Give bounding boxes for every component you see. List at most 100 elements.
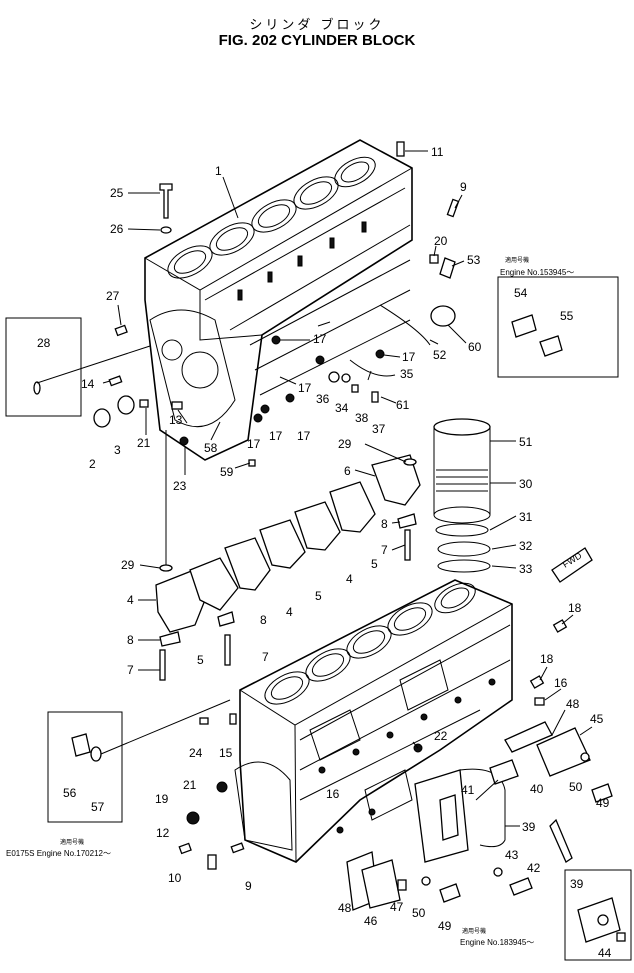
callout-59: 59: [220, 465, 234, 479]
callout-16-left: 16: [326, 787, 340, 801]
callout-47: 47: [390, 900, 404, 914]
callout-45: 45: [590, 712, 604, 726]
callout-24: 24: [189, 746, 203, 760]
callout-53: 53: [467, 253, 481, 267]
callout-39-inset: 39: [570, 877, 584, 891]
cylinder-liner-assembly: [433, 418, 491, 573]
callout-25: 25: [110, 186, 124, 200]
callout-48-lower: 48: [338, 901, 352, 915]
callout-22: 22: [434, 729, 448, 743]
callout-20: 20: [434, 234, 448, 248]
callout-61: 61: [396, 398, 410, 412]
note-183945: Engine No.183945～: [460, 938, 534, 947]
callout-13: 13: [169, 413, 183, 427]
callout-29-upper: 29: [338, 437, 352, 451]
callout-58: 58: [204, 441, 218, 455]
callout-17-e: 17: [269, 429, 283, 443]
callout-55: 55: [560, 309, 574, 323]
main-bearing-caps: [155, 454, 421, 681]
callout-60: 60: [468, 340, 482, 354]
callout-8-mid: 8: [260, 613, 267, 627]
callout-8-left: 8: [127, 633, 134, 647]
callout-4-right: 4: [346, 572, 353, 586]
callout-1: 1: [215, 164, 222, 178]
callout-49-right: 49: [596, 796, 610, 810]
callout-6: 6: [344, 464, 351, 478]
callout-43: 43: [505, 848, 519, 862]
callout-33: 33: [519, 562, 533, 576]
callout-54: 54: [514, 286, 528, 300]
callout-27: 27: [106, 289, 120, 303]
callout-5-right: 5: [371, 557, 378, 571]
inset-box-28: [5, 317, 151, 417]
callout-2: 2: [89, 457, 96, 471]
note-183945-jp: 適用号機: [462, 927, 486, 935]
callout-12: 12: [156, 826, 170, 840]
callout-10: 10: [168, 871, 182, 885]
callout-4-mid: 4: [286, 605, 293, 619]
note-153945: Engine No.153945～: [500, 268, 574, 277]
note-170212: E0175S Engine No.170212～: [6, 849, 111, 858]
callout-4-left: 4: [127, 593, 134, 607]
callout-14: 14: [81, 377, 95, 391]
figure-title: FIG. 202 CYLINDER BLOCK: [218, 32, 416, 49]
callout-8-right: 8: [381, 517, 388, 531]
callout-57: 57: [91, 800, 105, 814]
callout-17-f: 17: [297, 429, 311, 443]
inset-box-engine-153945: [497, 276, 619, 378]
callout-31: 31: [519, 510, 533, 524]
callout-32: 32: [519, 539, 533, 553]
callout-17-c: 17: [298, 381, 312, 395]
callout-35: 35: [400, 367, 414, 381]
callout-50-lower: 50: [412, 906, 426, 920]
callout-52: 52: [433, 348, 447, 362]
callout-21-lower: 21: [183, 778, 197, 792]
callout-9-upper: 9: [460, 180, 467, 194]
callout-56: 56: [63, 786, 77, 800]
callout-15: 15: [219, 746, 233, 760]
callout-42: 42: [527, 861, 541, 875]
callout-39-main: 39: [522, 820, 536, 834]
callout-38: 38: [355, 411, 369, 425]
fwd-arrow: FWD: [551, 547, 593, 583]
callout-18-b: 18: [540, 652, 554, 666]
callout-7-left: 7: [127, 663, 134, 677]
callout-28: 28: [37, 336, 51, 350]
inset-box-engine-170212: [47, 699, 231, 823]
callout-36: 36: [316, 392, 330, 406]
callout-50-right: 50: [569, 780, 583, 794]
leader-lines: [102, 150, 593, 827]
callout-5-mid: 5: [315, 589, 322, 603]
callout-41: 41: [461, 783, 475, 797]
note-153945-jp: 適用号機: [505, 256, 529, 264]
callout-11: 11: [431, 145, 444, 159]
callout-26: 26: [110, 222, 124, 236]
japanese-title: シリンダ ブロック: [249, 18, 385, 33]
lower-small-parts: [178, 619, 613, 911]
callout-40: 40: [530, 782, 544, 796]
callout-3: 3: [114, 443, 121, 457]
callout-16-right: 16: [554, 676, 568, 690]
inset-box-engine-183945: [564, 869, 632, 961]
callout-5-left: 5: [197, 653, 204, 667]
note-170212-jp: 適用号機: [60, 838, 84, 846]
callout-37: 37: [372, 422, 386, 436]
callout-21-upper: 21: [137, 436, 151, 450]
callout-46: 46: [364, 914, 378, 928]
callout-7-right: 7: [381, 543, 388, 557]
callout-30: 30: [519, 477, 533, 491]
callout-19: 19: [155, 792, 169, 806]
upper-right-small-parts: [253, 141, 460, 423]
callout-17-b: 17: [402, 350, 416, 364]
callout-17-a: 17: [313, 332, 327, 346]
callout-17-d: 17: [247, 437, 261, 451]
callout-34: 34: [335, 401, 349, 415]
callout-44: 44: [598, 946, 612, 960]
callout-51: 51: [519, 435, 533, 449]
callout-29-lower: 29: [121, 558, 135, 572]
callout-labels: 1 25 26 11 9 20 53 27 28 14 17 17 17 17 …: [37, 145, 612, 960]
upper-left-small-parts: [93, 183, 256, 570]
callout-9-lower: 9: [245, 879, 252, 893]
upper-cylinder-block: [144, 139, 413, 461]
